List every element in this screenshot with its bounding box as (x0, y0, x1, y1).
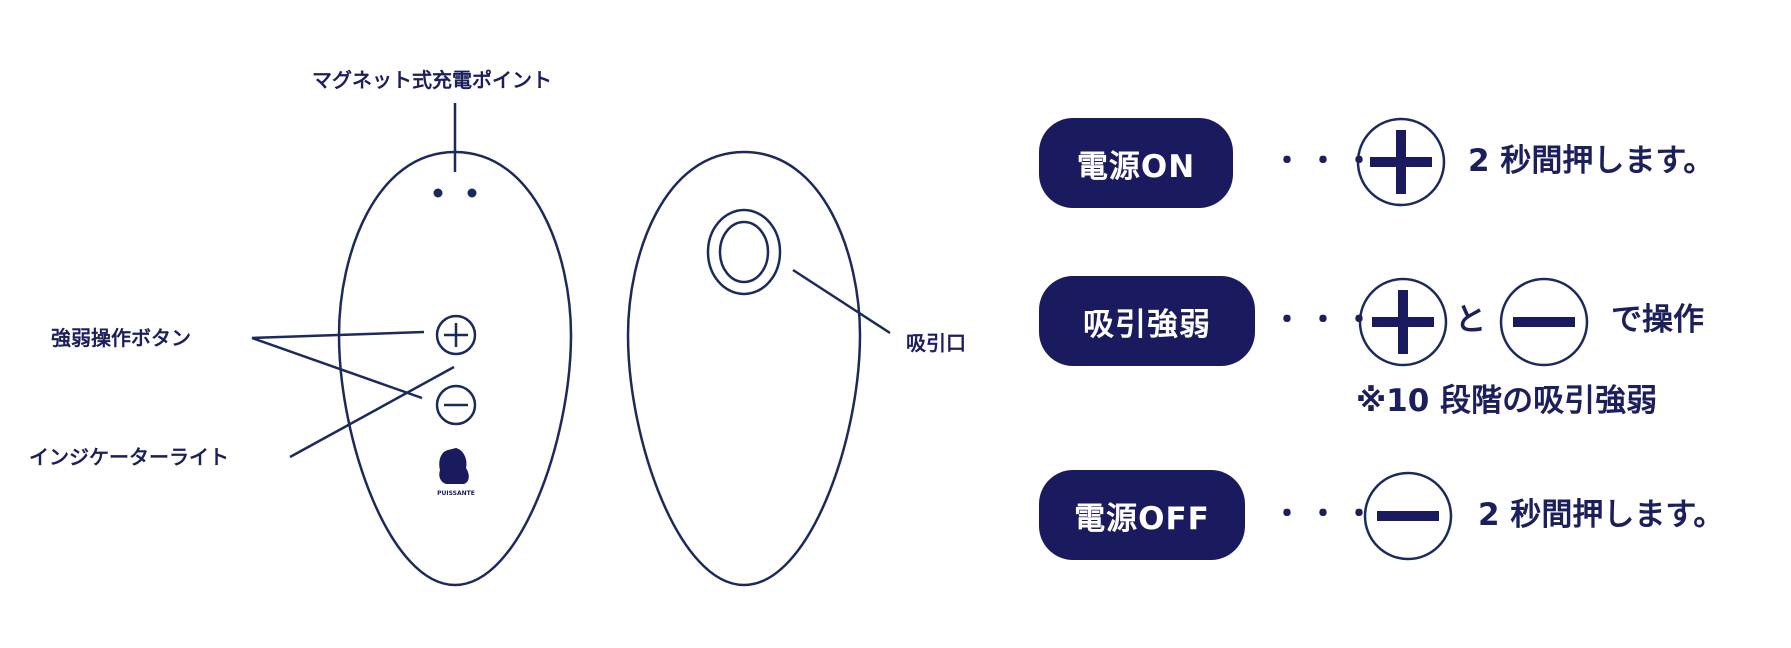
levels-note: ※10 段階の吸引強弱 (1356, 383, 1658, 419)
power-off-badge: 電源OFF (1039, 470, 1245, 560)
joiner-text: と (1455, 302, 1486, 338)
buttons-pointer-line (251, 336, 423, 400)
plus-circle-icon (1358, 277, 1448, 367)
operate-text: で操作 (1611, 302, 1704, 338)
indicator-label: インジケーターライト (29, 445, 229, 469)
plus-circle-icon (1356, 117, 1446, 207)
brand-logo-icon: PUISSANTE (437, 448, 475, 497)
suction-port-label: 吸引口 (906, 331, 966, 355)
svg-text:PUISSANTE: PUISSANTE (437, 490, 475, 497)
ellipsis-dots: ・・・ (1272, 497, 1380, 532)
device-front-outline (337, 150, 573, 587)
ellipsis-dots: ・・・ (1272, 144, 1380, 179)
buttons-label: 強弱操作ボタン (51, 326, 191, 350)
device-back-outline (626, 150, 862, 587)
power-on-text: 2 秒間押します。 (1468, 143, 1715, 179)
device-plus-button-icon (435, 314, 477, 356)
ellipsis-dots: ・・・ (1272, 303, 1380, 338)
power-off-text: 2 秒間押します。 (1478, 497, 1725, 533)
charging-contact-dot (467, 188, 477, 198)
suction-port-inner-ring (718, 220, 770, 284)
buttons-pointer-line (251, 330, 425, 340)
suction-pointer-line (792, 268, 891, 335)
charging-point-label: マグネット式充電ポイント (312, 68, 552, 92)
indicator-pointer-line (289, 365, 455, 459)
suction-port-outer-ring (706, 208, 782, 296)
charging-contact-dot (433, 188, 443, 198)
minus-circle-icon (1499, 277, 1589, 367)
minus-circle-icon (1363, 471, 1453, 561)
device-minus-button-icon (435, 384, 477, 426)
power-on-badge: 電源ON (1039, 118, 1233, 208)
suction-strength-badge: 吸引強弱 (1039, 276, 1255, 366)
